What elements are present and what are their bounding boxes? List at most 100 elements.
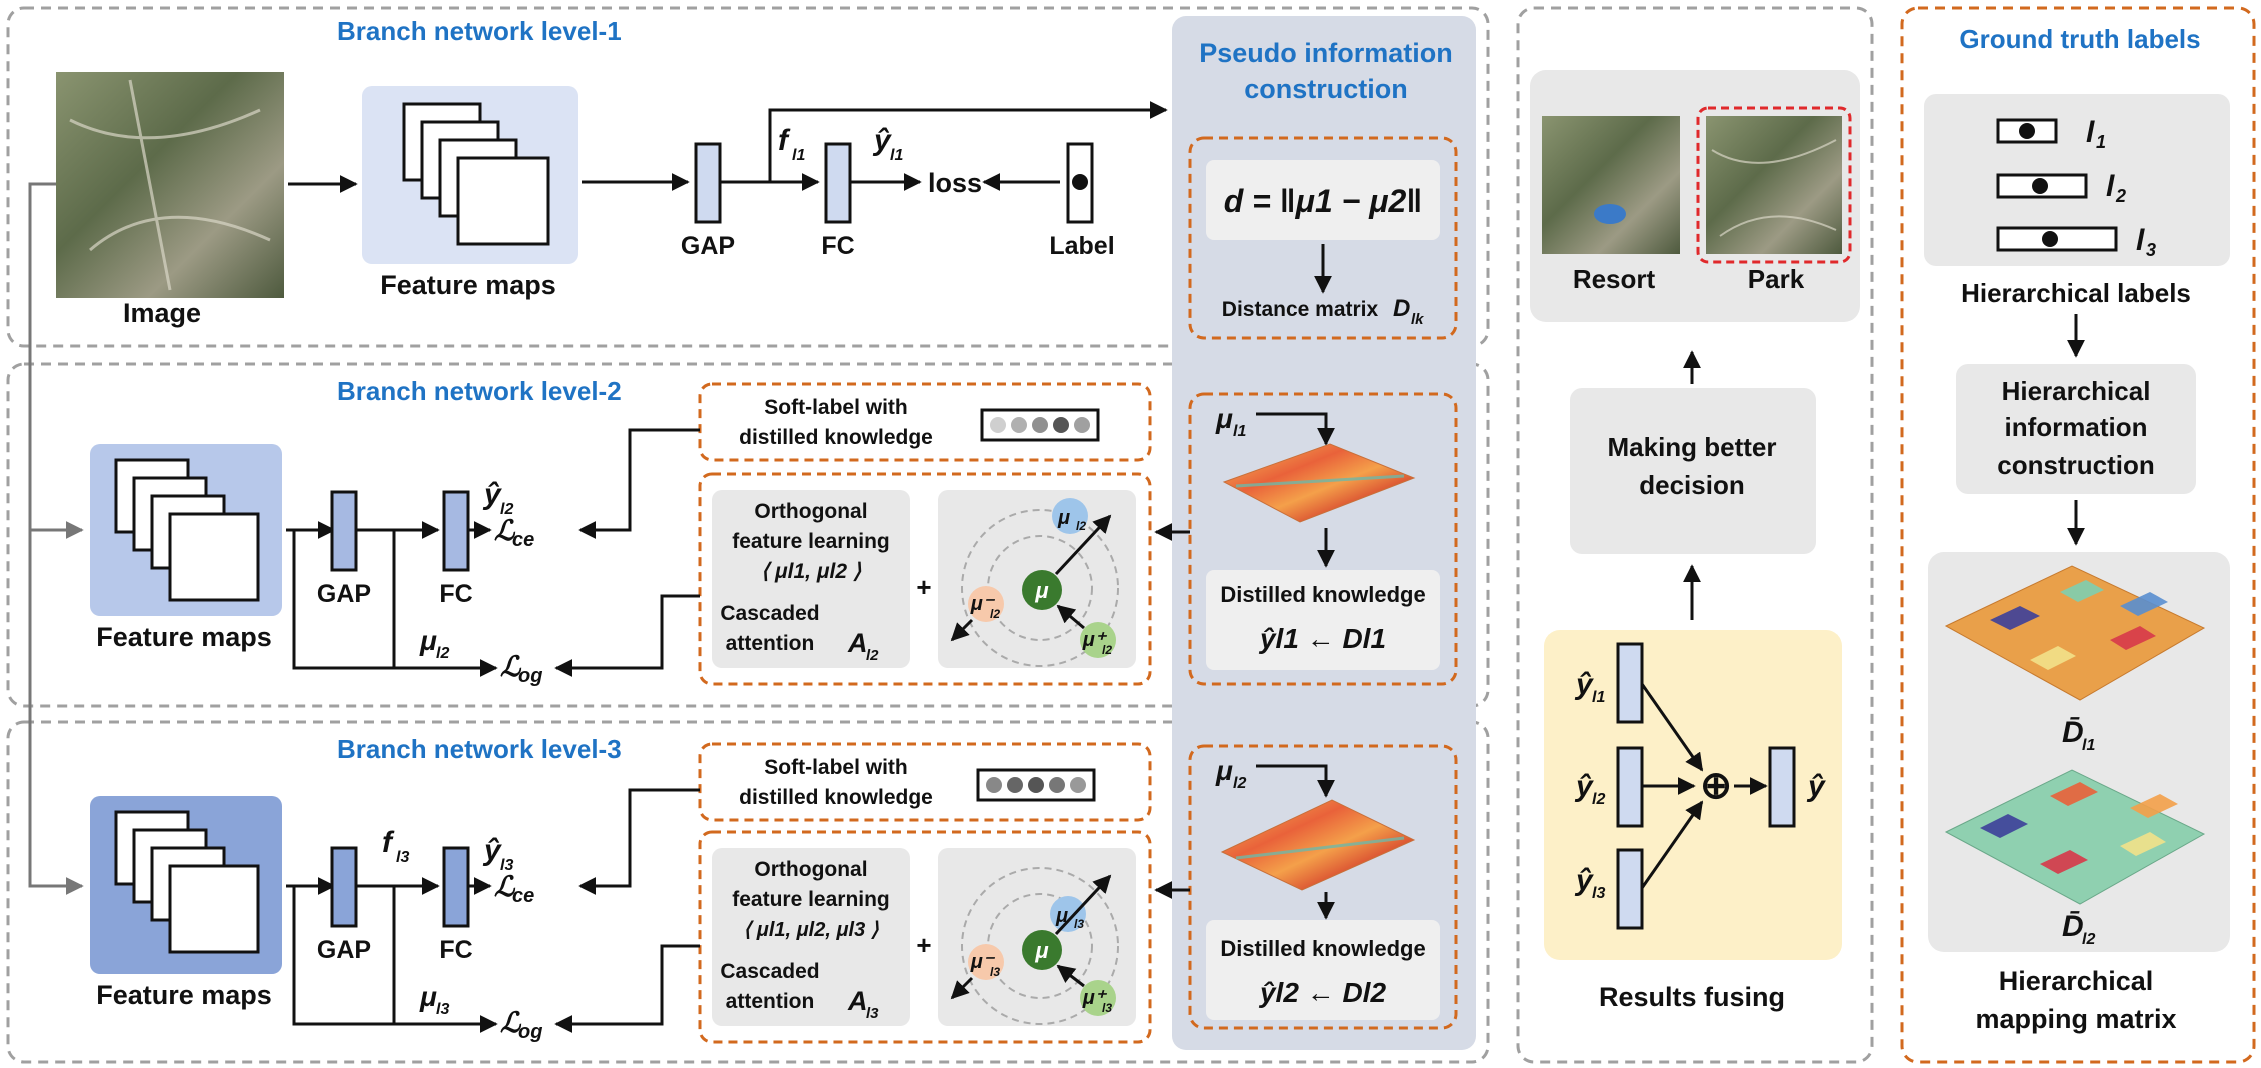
- gt-l2: l: [2106, 170, 2115, 203]
- distilled1-title: Distilled knowledge: [1220, 582, 1425, 607]
- input-image: [56, 72, 284, 298]
- b2-mu-top-sub: l2: [1076, 519, 1086, 533]
- b2-plus: +: [916, 572, 931, 602]
- distance-formula: d = ‖μ1 − μ2‖: [1224, 183, 1423, 219]
- b3-ortho-text-bg: [712, 848, 910, 1026]
- gt-l3-sub: 3: [2146, 240, 2156, 260]
- gt-hier-info-line1: Hierarchical: [2002, 376, 2151, 406]
- b3-mu-top-sub: l3: [1074, 917, 1084, 931]
- fusing-y3-sub: l3: [1592, 885, 1605, 902]
- b2-loss-og-sub: og: [518, 665, 542, 687]
- resort-pool: [1594, 204, 1626, 224]
- distance-box: [1188, 136, 1458, 340]
- park-label: Park: [1748, 264, 1805, 294]
- b2-arrow-top: [1054, 514, 1112, 576]
- b2-mu-pos-sub: l2: [1102, 643, 1112, 657]
- fusing-y2: ŷ: [1574, 770, 1594, 803]
- b3-soft-label-line2: distilled knowledge: [739, 786, 933, 809]
- fc3-bar: [442, 846, 470, 928]
- b3-mu-sub: l3: [436, 1001, 449, 1018]
- branch3-panel: [6, 720, 1490, 1064]
- gap2-bar: [330, 490, 358, 572]
- b3-loss-og: ℒ: [500, 1007, 522, 1038]
- b2-mu-symbol: μ: [419, 625, 437, 656]
- b2-mu-top-label: μ: [1057, 507, 1070, 529]
- gt-d1-sub: l1: [2082, 737, 2095, 754]
- b2-loss-ce: ℒ: [494, 515, 516, 546]
- b2-mu-neg: [968, 586, 1004, 622]
- gt-matrix2-surface: [1944, 769, 2206, 905]
- gt-l1-dot: [2019, 123, 2035, 139]
- b3-mu-neg-label: μ⁻: [970, 951, 996, 973]
- fusing-y2-sub: l2: [1592, 791, 1605, 808]
- heatmap2-mu: μ: [1215, 755, 1233, 786]
- fusing-y-out: ŷ: [1806, 770, 1826, 803]
- b2-soft-label-line1: Soft-label with: [764, 396, 908, 419]
- b2-attention-sub: l2: [866, 647, 879, 664]
- b3-mu-top: [1050, 896, 1086, 932]
- gt-hier-info-line3: construction: [1997, 450, 2154, 480]
- results-panel: [1516, 6, 1874, 1064]
- fusing-bar2: [1616, 746, 1644, 828]
- distilled2-title: Distilled knowledge: [1220, 936, 1425, 961]
- fusing-y1: ŷ: [1574, 668, 1594, 701]
- b3-mu-top-label: μ: [1055, 905, 1068, 927]
- b3-pred-symbol: ŷ: [482, 834, 502, 867]
- b3-cascaded-line2: attention: [726, 990, 815, 1013]
- distilled1-formula: ŷl1 ← Dl1: [1258, 623, 1386, 654]
- heatmap2-mu-arrow: [1256, 764, 1335, 798]
- b3-mu-pos-sub: l3: [1102, 1001, 1112, 1015]
- b1-feature-to-pseudo-arrow: [768, 101, 1168, 182]
- gt-l1: l: [2086, 116, 2095, 149]
- resort-label: Resort: [1573, 264, 1656, 294]
- branch3-title: Branch network level-3: [337, 734, 622, 764]
- image-to-branch3-connector: [28, 530, 84, 895]
- input-image-roads: [69, 79, 271, 291]
- b2-ortho-line2: feature learning: [732, 530, 890, 553]
- gt-matrix2-patches: [1980, 782, 2178, 874]
- fusing-bar-out: [1768, 746, 1796, 828]
- b3-mu-neg-sub: l3: [990, 965, 1000, 979]
- gap3-label: GAP: [317, 936, 371, 964]
- loss-label: loss: [928, 168, 982, 198]
- ground-truth-panel: [1900, 6, 2256, 1064]
- b3-loss-ce: ℒ: [494, 871, 516, 902]
- fm2-down-line: [292, 530, 394, 670]
- distilled2-bg: [1206, 920, 1440, 1020]
- fusing-caption: Results fusing: [1599, 982, 1785, 1012]
- b3-arrow-top: [1054, 874, 1112, 936]
- b2-cascaded-line1: Cascaded: [720, 602, 819, 625]
- b1-feature-symbol: f: [778, 124, 791, 157]
- b2-ortho-box: [698, 472, 1152, 686]
- b3-ortho-line2: feature learning: [732, 888, 890, 911]
- fm2-stack: [114, 458, 260, 602]
- b2-ortho-to-og-arrow: [554, 594, 700, 677]
- heatmap1-mu: μ: [1215, 403, 1233, 434]
- b3-ring-inner: [987, 893, 1093, 999]
- fc2-label: FC: [439, 580, 472, 608]
- fc3-label: FC: [439, 936, 472, 964]
- pseudo-column: [1172, 16, 1476, 1050]
- gt-l2-sub: 2: [2115, 186, 2126, 206]
- resort-image: [1542, 116, 1680, 254]
- heatmap2-mu-sub: l2: [1233, 775, 1246, 792]
- b3-ortho-formula: ⟨ μl1, μl2, μl3 ⟩: [743, 919, 878, 941]
- b2-loss-ce-sub: ce: [512, 529, 534, 551]
- heatmap1-mu-sub: l1: [1233, 423, 1246, 440]
- pseudo-title-line1: Pseudo information: [1199, 38, 1453, 68]
- gt-caption-line2: mapping matrix: [1975, 1004, 2176, 1034]
- heatmap2-diagonal: [1235, 836, 1405, 860]
- b2-soft-label-box: [698, 382, 1152, 462]
- gt-hier-info-line2: information: [2005, 412, 2148, 442]
- b2-cascaded-line2: attention: [726, 632, 815, 655]
- gap3-mu-line: [392, 886, 498, 1033]
- label-dot: [1072, 174, 1088, 190]
- gt-d1-symbol: D̄: [2062, 716, 2084, 749]
- distance-symbol: D: [1393, 295, 1410, 322]
- b3-loss-ce-sub: ce: [512, 885, 534, 907]
- decision-box: [1570, 388, 1816, 554]
- heatmap1-box: [1188, 392, 1458, 686]
- b2-mu-top: [1052, 498, 1088, 534]
- b3-soft-label-dots: [986, 777, 1086, 793]
- fusing-arrow1: [1640, 683, 1704, 772]
